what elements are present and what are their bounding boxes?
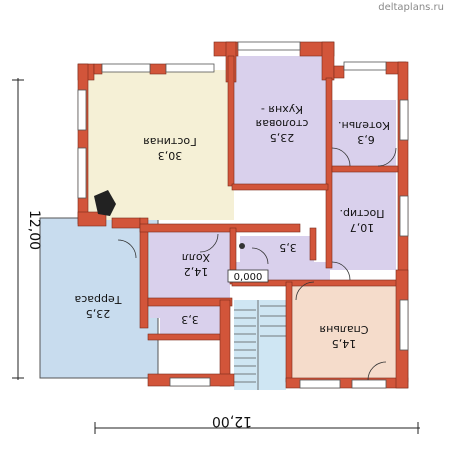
boiler-room-area: 6,3 bbox=[357, 133, 375, 146]
closet-fill bbox=[160, 306, 220, 334]
level-mark-box bbox=[227, 269, 269, 283]
terrace-area: 23,5 bbox=[86, 307, 111, 320]
living-room-name: Гостиная bbox=[143, 135, 197, 148]
boiler-room-name: Котельн. bbox=[338, 119, 390, 132]
kitchen-name-2: столовая bbox=[256, 117, 309, 130]
level-mark: 0,000 bbox=[234, 272, 263, 283]
bedroom-fill bbox=[290, 282, 396, 378]
living-room-area: 30,3 bbox=[158, 149, 183, 162]
kitchen-area: 23,5 bbox=[270, 131, 295, 144]
kitchen-fill bbox=[234, 56, 330, 186]
fireplace-icon bbox=[94, 190, 116, 216]
hall-name: Холл bbox=[182, 251, 210, 264]
windows bbox=[77, 41, 409, 389]
room-labels: Гостиная 30,3 Кухня - столовая 23,5 Коте… bbox=[26, 103, 390, 429]
stairs-fill bbox=[234, 300, 286, 390]
width-dimension: 12,00 bbox=[212, 413, 252, 429]
boiler-room-fill bbox=[330, 100, 396, 166]
height-dimension: 12,00 bbox=[26, 210, 42, 250]
bedroom-area: 14,5 bbox=[332, 337, 357, 350]
stair-treads bbox=[234, 300, 286, 390]
closet-area: 3,3 bbox=[181, 313, 199, 326]
toilet-icon bbox=[239, 243, 245, 249]
wc-area: 3,5 bbox=[279, 241, 297, 254]
dimension-lines bbox=[12, 78, 420, 434]
laundry-area: 10,7 bbox=[350, 221, 375, 234]
site-watermark: deltaplans.ru bbox=[378, 2, 444, 13]
laundry-name: Постир. bbox=[339, 207, 384, 220]
wc-fill bbox=[240, 236, 314, 262]
door-swings bbox=[117, 147, 397, 381]
kitchen-name-1: Кухня - bbox=[261, 103, 303, 116]
laundry-fill bbox=[330, 172, 396, 270]
bedroom-name: Спальня bbox=[320, 323, 369, 336]
living-room-fill bbox=[88, 70, 234, 220]
terrace-name: Терраса bbox=[75, 293, 123, 306]
hall-area: 14,2 bbox=[184, 265, 209, 278]
